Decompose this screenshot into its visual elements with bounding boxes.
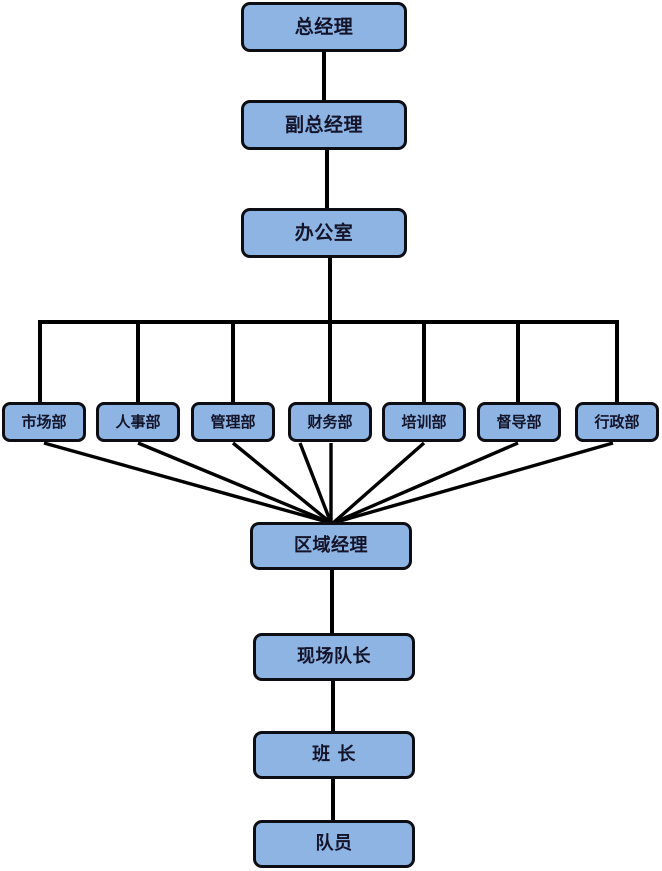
node-label: 人事部 bbox=[115, 412, 161, 431]
node-team-leader[interactable]: 班 长 bbox=[253, 731, 415, 779]
node-label: 总经理 bbox=[294, 15, 354, 38]
node-regional-manager[interactable]: 区域经理 bbox=[250, 522, 412, 570]
node-deputy-general-manager[interactable]: 副总经理 bbox=[241, 100, 407, 150]
node-general-manager[interactable]: 总经理 bbox=[241, 2, 407, 52]
node-finance-department[interactable]: 财务部 bbox=[288, 402, 372, 442]
edge-dept2-to-regional bbox=[137, 441, 332, 525]
edge-dept5-to-regional bbox=[331, 441, 426, 525]
node-administration-department[interactable]: 行政部 bbox=[575, 402, 659, 442]
node-office[interactable]: 办公室 bbox=[241, 208, 407, 258]
node-label: 现场队长 bbox=[297, 646, 371, 667]
node-label: 副总经理 bbox=[284, 113, 363, 136]
node-label: 行政部 bbox=[594, 412, 640, 431]
node-label: 班 长 bbox=[312, 744, 356, 765]
node-label: 队员 bbox=[315, 833, 353, 854]
node-label: 区域经理 bbox=[294, 535, 368, 556]
node-label: 培训部 bbox=[401, 412, 447, 431]
node-hr-department[interactable]: 人事部 bbox=[96, 402, 180, 442]
node-label: 财务部 bbox=[307, 412, 353, 431]
edge-dept6-to-regional bbox=[332, 441, 519, 525]
node-marketing-department[interactable]: 市场部 bbox=[2, 402, 86, 442]
node-label: 管理部 bbox=[210, 412, 256, 431]
node-supervision-department[interactable]: 督导部 bbox=[477, 402, 561, 442]
node-label: 督导部 bbox=[496, 412, 542, 431]
edge-dept7-to-regional bbox=[332, 441, 614, 525]
node-label: 市场部 bbox=[21, 412, 67, 431]
node-site-captain[interactable]: 现场队长 bbox=[253, 633, 415, 681]
edge-dept4-to-regional bbox=[298, 442, 333, 524]
node-team-member[interactable]: 队员 bbox=[253, 820, 415, 868]
node-management-department[interactable]: 管理部 bbox=[191, 402, 275, 442]
edge-dept3-to-regional bbox=[231, 441, 333, 525]
node-training-department[interactable]: 培训部 bbox=[382, 402, 466, 442]
node-label: 办公室 bbox=[294, 221, 354, 244]
edge-dept1-to-regional bbox=[43, 441, 332, 525]
